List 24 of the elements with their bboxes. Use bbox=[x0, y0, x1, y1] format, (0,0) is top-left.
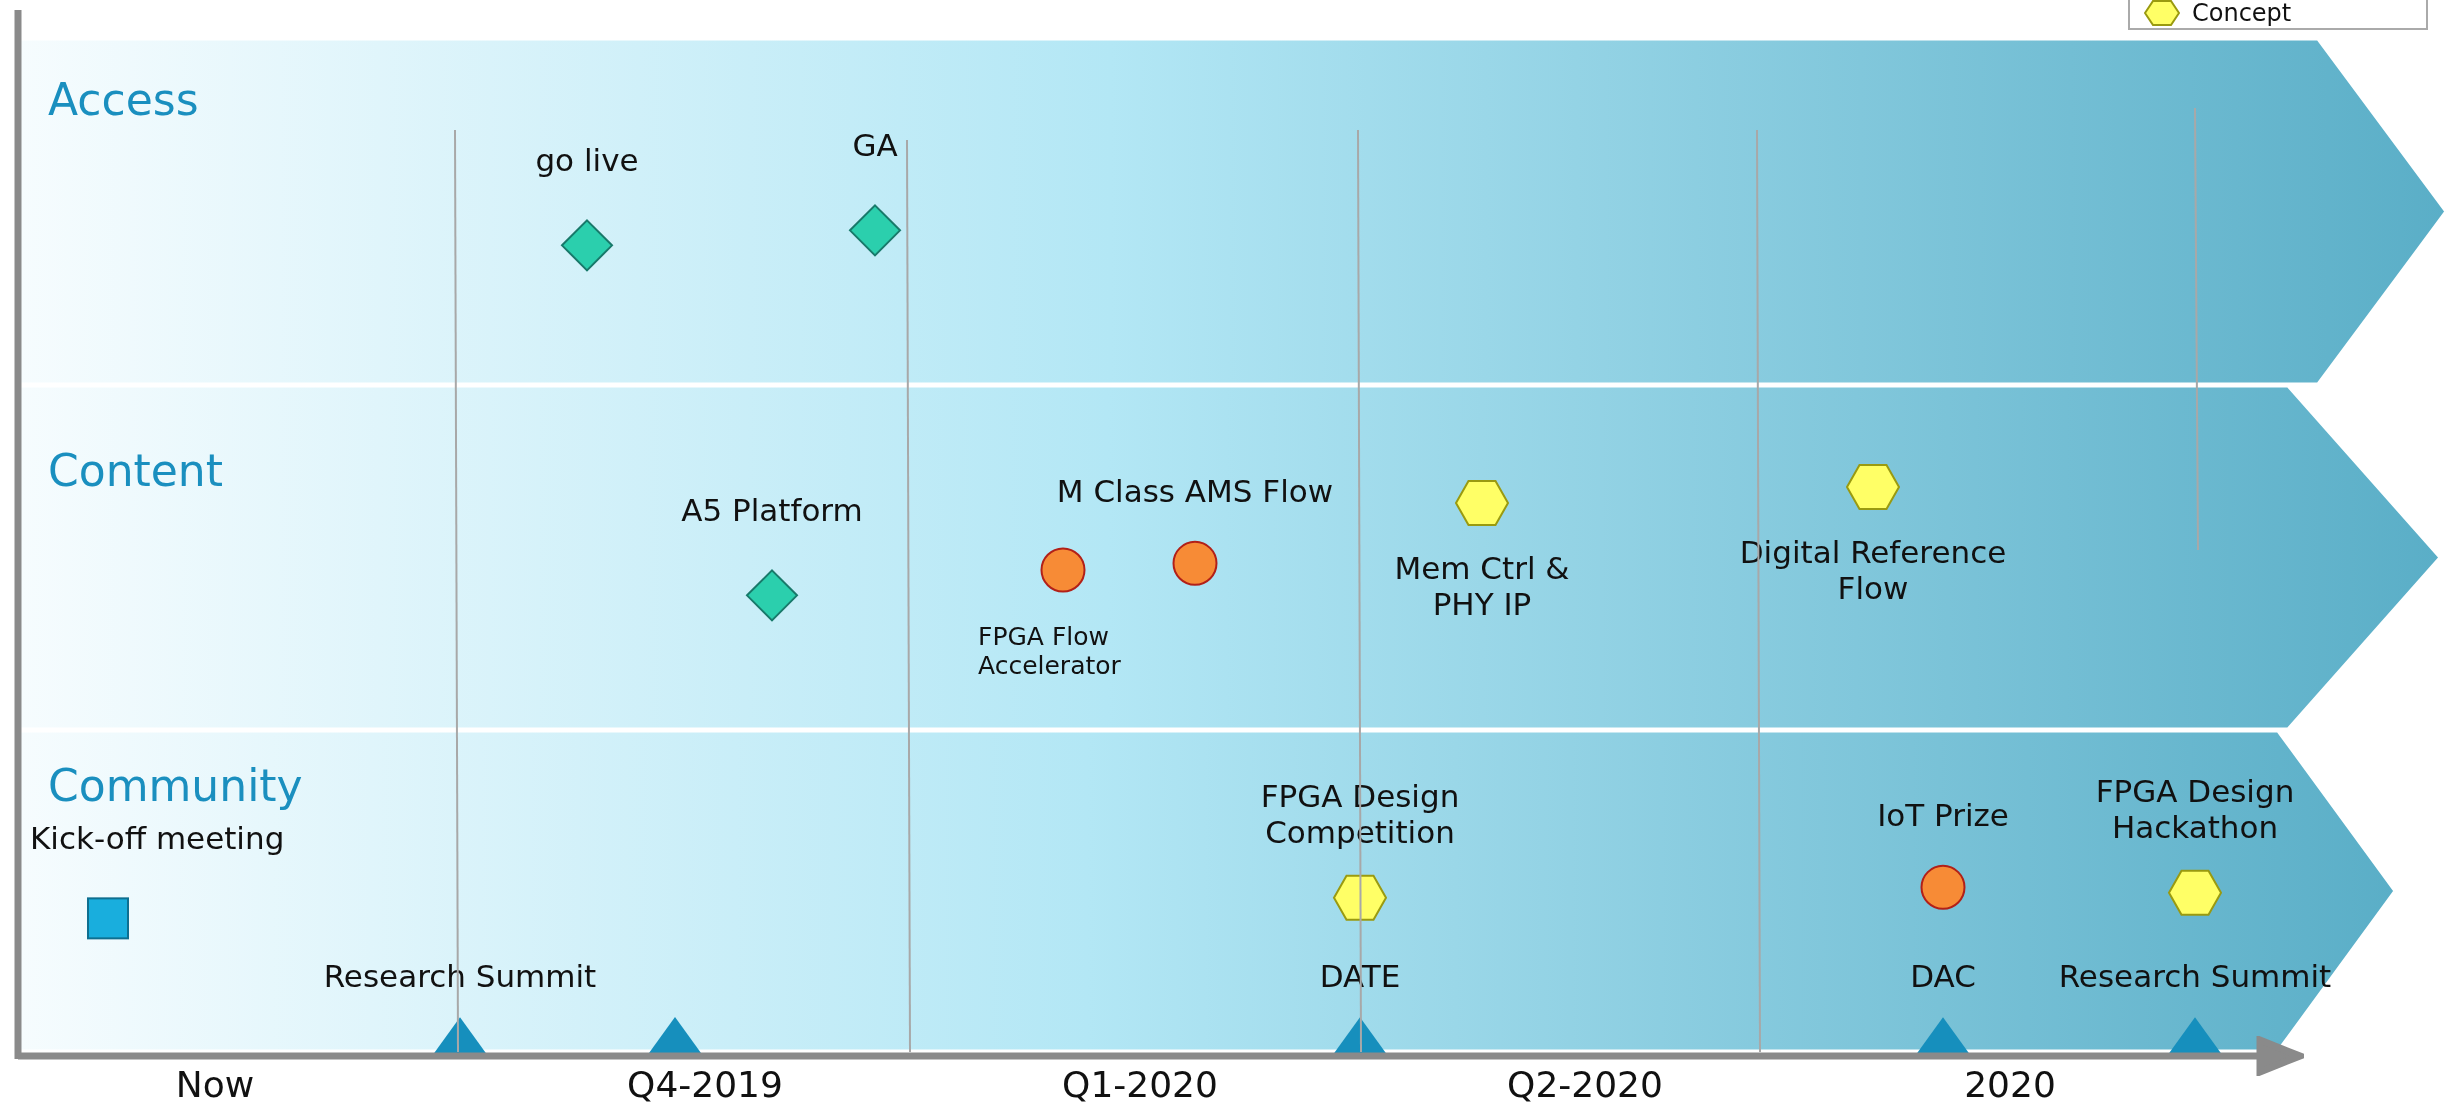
milestone-label: IoT Prize bbox=[1876, 798, 2010, 834]
milestone-label: GA bbox=[851, 128, 899, 164]
axis-label: Now bbox=[175, 1064, 255, 1105]
milestone-label: Mem Ctrl & PHY IP bbox=[1393, 551, 1571, 623]
milestone-label: FPGA Design Competition bbox=[1259, 778, 1461, 850]
event-label: DATE bbox=[1318, 959, 1402, 995]
legend-text: Concept bbox=[2192, 0, 2292, 27]
milestone-label: M Class AMS Flow bbox=[1055, 474, 1335, 510]
milestone-label: go live bbox=[534, 143, 640, 179]
milestone-label: FPGA Design Hackathon bbox=[2094, 773, 2296, 845]
axis-label: 2020 bbox=[1964, 1064, 2056, 1105]
axis-label: Q1-2020 bbox=[1062, 1064, 1218, 1105]
event-label: Research Summit bbox=[322, 959, 598, 995]
lane-title: Access bbox=[48, 74, 199, 125]
event-label: Research Summit bbox=[2057, 959, 2333, 995]
milestone-label: Digital Reference Flow bbox=[1738, 535, 2008, 607]
milestone-label: FPGA Flow Accelerator bbox=[978, 623, 1122, 681]
milestone-label: A5 Platform bbox=[680, 493, 864, 529]
lane-title: Community bbox=[48, 760, 303, 811]
lane-title: Content bbox=[48, 445, 223, 496]
axis-label: Q2-2020 bbox=[1507, 1064, 1663, 1105]
milestone-label: Kick-off meeting bbox=[30, 821, 286, 857]
axis-label: Q4-2019 bbox=[627, 1064, 783, 1105]
event-label: DAC bbox=[1909, 959, 1977, 995]
